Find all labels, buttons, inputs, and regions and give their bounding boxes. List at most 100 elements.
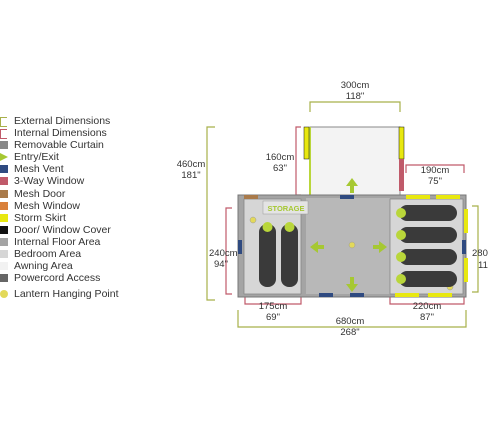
right-room-height-in: 11 bbox=[478, 260, 488, 271]
internal-dimensions-icon bbox=[0, 129, 7, 140]
storage-label: STORAGE bbox=[268, 204, 305, 213]
legend-label: Internal Floor Area bbox=[14, 235, 101, 248]
left-room-height-cm: 240cm bbox=[209, 248, 238, 259]
bottom-dimension-line bbox=[237, 310, 467, 328]
entry-exit-icon bbox=[0, 153, 8, 162]
left-room-height-line bbox=[225, 207, 232, 295]
vent-bottom-left bbox=[319, 293, 333, 297]
lantern-hanging-point-icon bbox=[0, 290, 8, 299]
legend-item: Lantern Hanging Point bbox=[0, 288, 160, 300]
right-room-dim-cm: 190cm bbox=[421, 165, 450, 176]
lantern-hanging-point-icon bbox=[249, 216, 257, 224]
entry-exit-icon bbox=[373, 241, 387, 253]
external-dimension-lines bbox=[206, 101, 479, 328]
left-room-width-in: 69" bbox=[266, 312, 280, 323]
legend-item: Internal Dimensions bbox=[0, 127, 160, 140]
legend-item: Door/ Window Cover bbox=[0, 224, 160, 236]
awning-dimension-line bbox=[295, 126, 301, 196]
legend-label: Mesh Window bbox=[14, 199, 80, 212]
legend-label: Lantern Hanging Point bbox=[14, 288, 119, 301]
legend-item: Entry/Exit bbox=[0, 151, 160, 163]
legend-label: Internal Dimensions bbox=[14, 127, 107, 140]
left-room-width-line bbox=[244, 297, 302, 305]
mesh-door-icon bbox=[0, 189, 8, 198]
legend-item: External Dimensions bbox=[0, 115, 160, 127]
right-room-width-cm: 220cm bbox=[413, 301, 442, 312]
legend-label: Entry/Exit bbox=[14, 151, 59, 164]
legend-label: External Dimensions bbox=[14, 115, 111, 127]
legend-label: Door/ Window Cover bbox=[14, 223, 111, 236]
entry-exit-icon bbox=[310, 241, 324, 253]
legend-label: Mesh Door bbox=[14, 187, 66, 200]
skirt-right-1 bbox=[464, 209, 468, 233]
vent-right bbox=[462, 240, 466, 254]
legend-label: Bedroom Area bbox=[14, 248, 82, 261]
right-room-width-in: 87" bbox=[420, 312, 434, 323]
awning-area-icon bbox=[0, 262, 8, 271]
top-dim-cm: 300cm bbox=[341, 80, 370, 91]
skirt-bottom-1 bbox=[395, 293, 419, 297]
mesh-window-icon bbox=[0, 201, 8, 210]
external-dimensions-icon bbox=[0, 117, 7, 127]
skirt-top-1 bbox=[406, 195, 430, 199]
right-room-dim-in: 75" bbox=[428, 176, 442, 187]
right-room-top-line bbox=[405, 164, 465, 173]
sleeping-bag bbox=[396, 271, 457, 287]
awning-window-right bbox=[399, 159, 404, 191]
sleeping-bag bbox=[396, 227, 457, 243]
sleeping-bag bbox=[259, 222, 276, 287]
legend-label: 3-Way Window bbox=[14, 175, 85, 188]
awning-skirt-left bbox=[303, 126, 310, 160]
total-width-cm: 680cm bbox=[336, 316, 365, 327]
internal-dimension-lines bbox=[225, 126, 465, 305]
legend-label: Storm Skirt bbox=[14, 211, 66, 224]
total-width-in: 268" bbox=[340, 327, 359, 338]
bedroom-area-icon bbox=[0, 250, 8, 259]
mesh-window-left bbox=[244, 195, 258, 199]
removable-curtain-icon bbox=[0, 141, 8, 150]
legend-item: Powercord Access bbox=[0, 272, 160, 284]
legend-label: Removable Curtain bbox=[14, 139, 104, 152]
sleeping-bags bbox=[259, 205, 457, 287]
awning-dim-in: 63" bbox=[273, 163, 287, 174]
vent-left bbox=[238, 240, 242, 254]
legend-item: Storm Skirt bbox=[0, 212, 160, 224]
left-room-width-cm: 175cm bbox=[259, 301, 288, 312]
powercord-access-icon bbox=[0, 274, 8, 283]
awning-dim-cm: 160cm bbox=[266, 152, 295, 163]
legend-item: Awning Area bbox=[0, 260, 160, 272]
skirt-right-2 bbox=[464, 258, 468, 282]
door-window-cover-icon bbox=[0, 225, 8, 234]
left-dim-cm: 460cm bbox=[177, 159, 206, 170]
legend-item: Mesh Window bbox=[0, 200, 160, 212]
right-room-height-cm: 280 bbox=[472, 248, 488, 259]
sleeping-bag bbox=[281, 222, 298, 287]
legend-item: Removable Curtain bbox=[0, 139, 160, 151]
legend-label: Powercord Access bbox=[14, 272, 101, 285]
sleeping-bag bbox=[396, 249, 457, 265]
legend-item: 3-Way Window bbox=[0, 175, 160, 187]
legend-item: Bedroom Area bbox=[0, 248, 160, 260]
top-dimension-line bbox=[309, 101, 401, 112]
top-dim-in: 118" bbox=[346, 91, 365, 102]
vent-bottom-right bbox=[350, 293, 364, 297]
legend-label: Awning Area bbox=[14, 260, 73, 273]
sleeping-bag bbox=[396, 205, 457, 221]
right-dimension-line bbox=[472, 205, 479, 293]
entry-arrows bbox=[310, 178, 387, 292]
right-room-width-line bbox=[389, 297, 465, 305]
left-room-height-in: 94" bbox=[214, 259, 228, 270]
skirt-top-2 bbox=[436, 195, 460, 199]
mesh-vent-icon bbox=[0, 165, 8, 174]
skirt-bottom-2 bbox=[428, 293, 452, 297]
left-dimension-line bbox=[206, 126, 215, 301]
storm-skirt-icon bbox=[0, 213, 8, 222]
entry-exit-icon bbox=[346, 277, 358, 292]
left-dim-in: 181" bbox=[181, 170, 200, 181]
awning-skirt-right bbox=[398, 126, 405, 160]
legend-item: Mesh Vent bbox=[0, 163, 160, 175]
vent-top bbox=[340, 195, 354, 199]
legend-item: Internal Floor Area bbox=[0, 236, 160, 248]
